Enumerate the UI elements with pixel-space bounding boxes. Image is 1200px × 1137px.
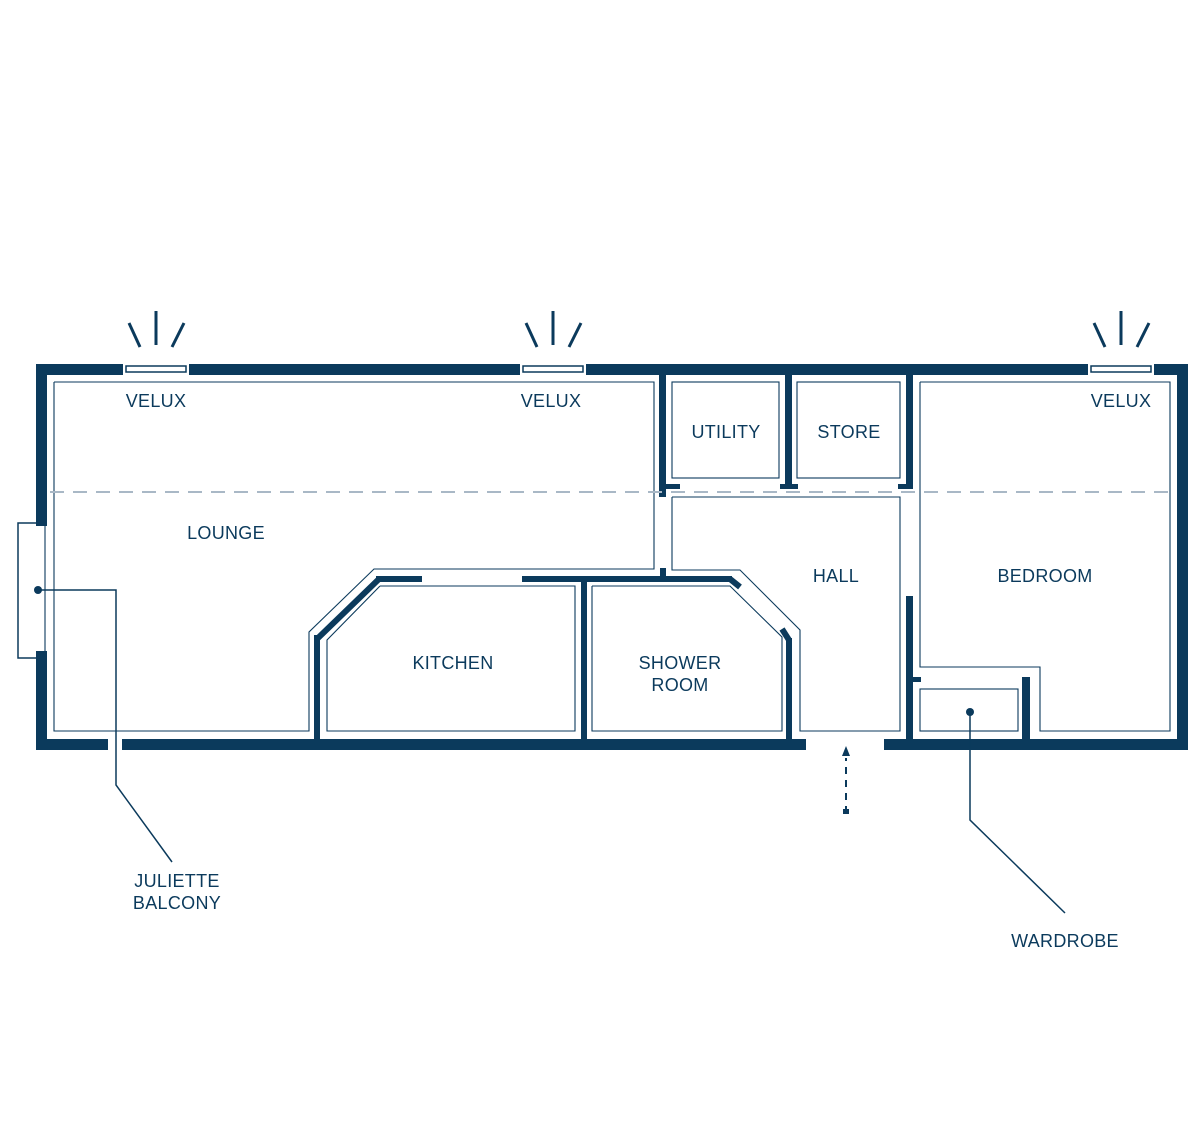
velux-label-1: VELUX bbox=[126, 391, 187, 411]
velux-window-2 bbox=[522, 311, 584, 373]
room-label-kitchen: KITCHEN bbox=[412, 653, 493, 673]
room-label-bedroom: BEDROOM bbox=[997, 566, 1092, 586]
callout-juliette-line1: JULIETTE bbox=[134, 871, 219, 891]
juliette-balcony-leader bbox=[34, 586, 173, 863]
room-label-shower-line2: ROOM bbox=[651, 675, 708, 695]
room-label-shower-line1: SHOWER bbox=[639, 653, 722, 673]
outer-walls bbox=[36, 364, 1188, 750]
entrance-arrow-icon bbox=[842, 746, 850, 814]
velux-label-3: VELUX bbox=[1091, 391, 1152, 411]
interior-walls bbox=[314, 375, 1030, 744]
juliette-balcony-rail bbox=[17, 522, 36, 659]
room-label-lounge: LOUNGE bbox=[187, 523, 265, 543]
wardrobe-leader bbox=[966, 708, 1066, 914]
room-outlines bbox=[44, 381, 1171, 732]
velux-window-1 bbox=[125, 311, 187, 373]
callout-juliette-line2: BALCONY bbox=[133, 893, 221, 913]
callout-wardrobe: WARDROBE bbox=[1011, 931, 1119, 951]
velux-label-2: VELUX bbox=[521, 391, 582, 411]
velux-window-3 bbox=[1090, 311, 1152, 373]
room-label-utility: UTILITY bbox=[691, 422, 760, 442]
room-label-hall: HALL bbox=[813, 566, 859, 586]
room-label-store: STORE bbox=[817, 422, 880, 442]
